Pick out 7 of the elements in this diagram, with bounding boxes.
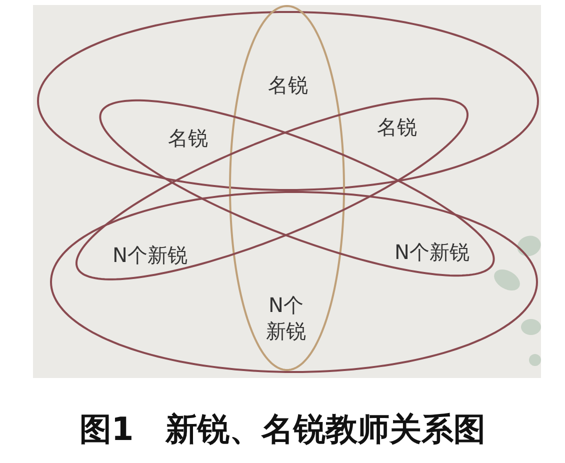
figure-caption: 图1 新锐、名锐教师关系图 xyxy=(78,409,487,450)
ellipse-label: N个新锐 xyxy=(112,242,188,268)
ellipse-label: N个新锐 xyxy=(394,239,470,265)
ellipse-label: 名锐 xyxy=(268,72,308,98)
ellipse-label: 名锐 xyxy=(377,114,417,140)
ellipse-label: 名锐 xyxy=(168,125,208,151)
ellipse-label: N个新锐 xyxy=(265,292,307,344)
